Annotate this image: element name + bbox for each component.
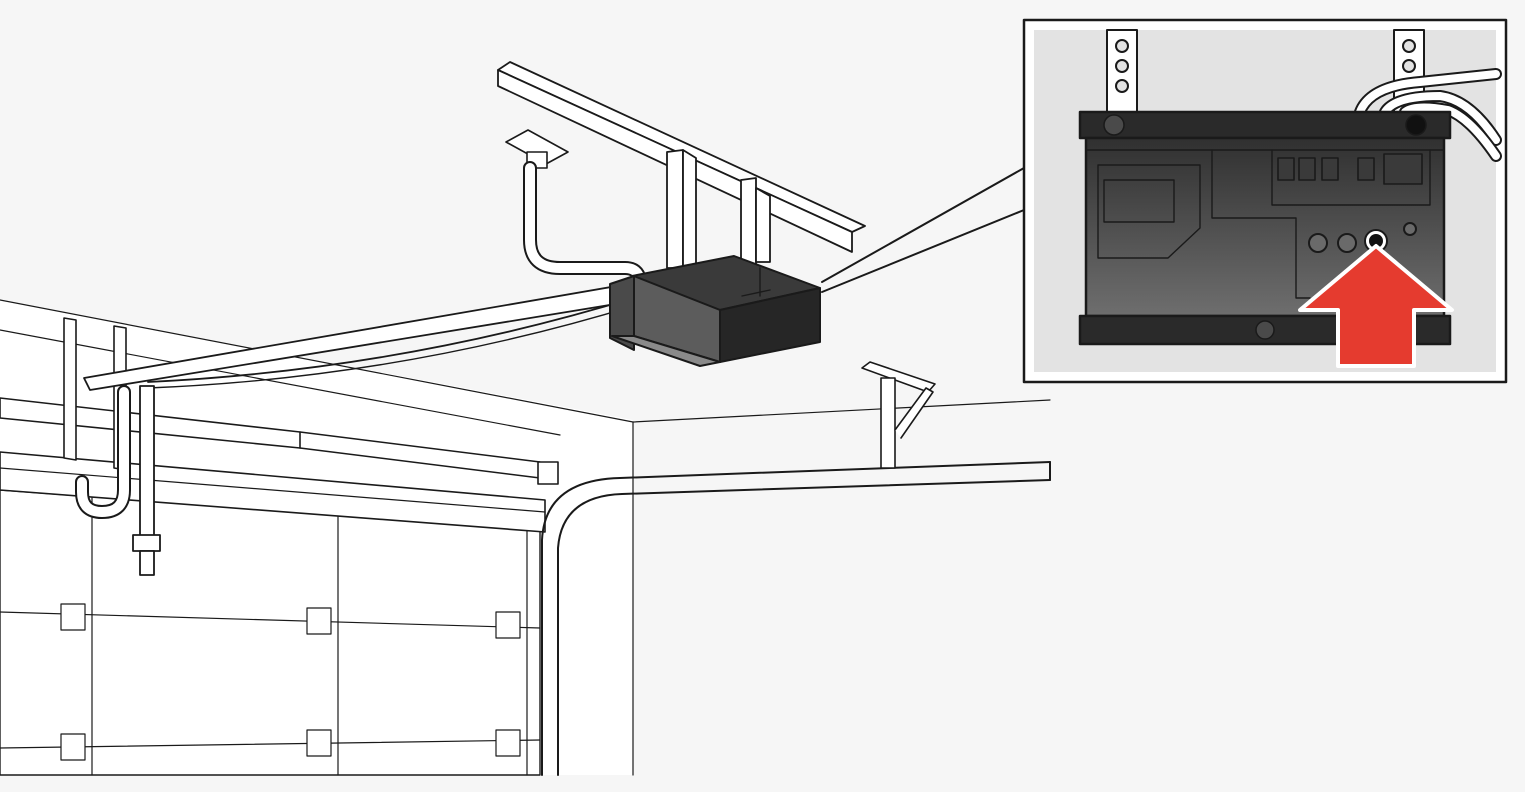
- mounting-strap-left: [1107, 30, 1137, 112]
- inset-panel: [1024, 20, 1506, 382]
- garage-door: [0, 490, 540, 775]
- bottom-margin: [540, 776, 1525, 792]
